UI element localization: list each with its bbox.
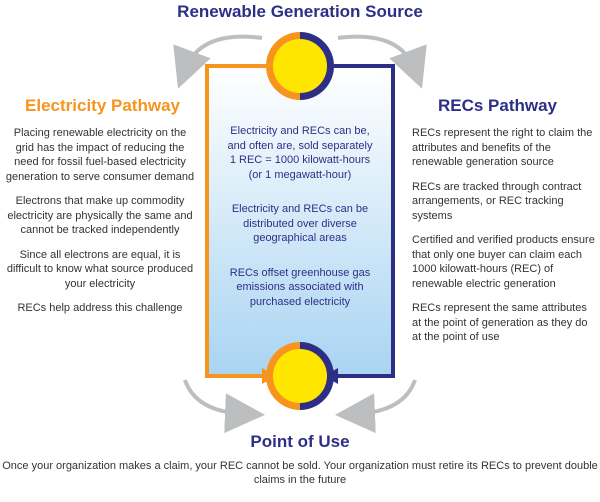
gray-arrow-top-right [337, 34, 427, 89]
electricity-pathway-paragraph: Placing renewable electricity on the gri… [5, 127, 195, 183]
point-of-use-text: Once your organization makes a claim, yo… [2, 460, 598, 486]
generation-source-circle [266, 32, 334, 100]
center-panel-paragraph: Electricity and RECs can be, and often a… [227, 125, 373, 181]
gray-arrow-top-left [173, 34, 263, 89]
recs-pathway-heading: RECs Pathway [437, 96, 558, 115]
renewable-generation-source-title: Renewable Generation Source [177, 2, 423, 21]
recs-pathway-paragraph: RECs are tracked through contract arrang… [412, 180, 582, 222]
electricity-pathway-paragraph: RECs help address this challenge [17, 302, 183, 314]
recs-pathway-line [334, 64, 395, 378]
center-panel-paragraph: Electricity and RECs can be distributed … [231, 203, 369, 244]
electricity-pathway-paragraph: Since all electrons are equal, it is dif… [6, 248, 194, 290]
center-panel-paragraph: RECs offset greenhouse gas emissions ass… [229, 266, 371, 308]
point-of-use-title: Point of Use [250, 432, 350, 451]
electricity-pathway-paragraph: Electrons that make up commodity electri… [7, 195, 193, 236]
electricity-pathway-heading: Electricity Pathway [25, 96, 180, 115]
point-of-use-circle [266, 342, 334, 410]
recs-pathway-paragraph: RECs represent the same attributes at th… [412, 302, 588, 343]
center-panel-text: Electricity and RECs can be, and often a… [224, 124, 376, 329]
recs-pathway-text: RECs represent the right to claim the at… [412, 126, 598, 355]
gray-arrow-bottom-left [183, 379, 265, 434]
electricity-pathway-line [205, 64, 266, 378]
gray-arrow-bottom-right [335, 379, 417, 434]
recs-pathway-paragraph: RECs represent the right to claim the at… [412, 127, 593, 168]
electricity-pathway-text: Placing renewable electricity on the gri… [4, 126, 196, 326]
center-panel [207, 66, 393, 376]
recs-pathway-paragraph: Certified and verified products ensure t… [412, 234, 595, 290]
